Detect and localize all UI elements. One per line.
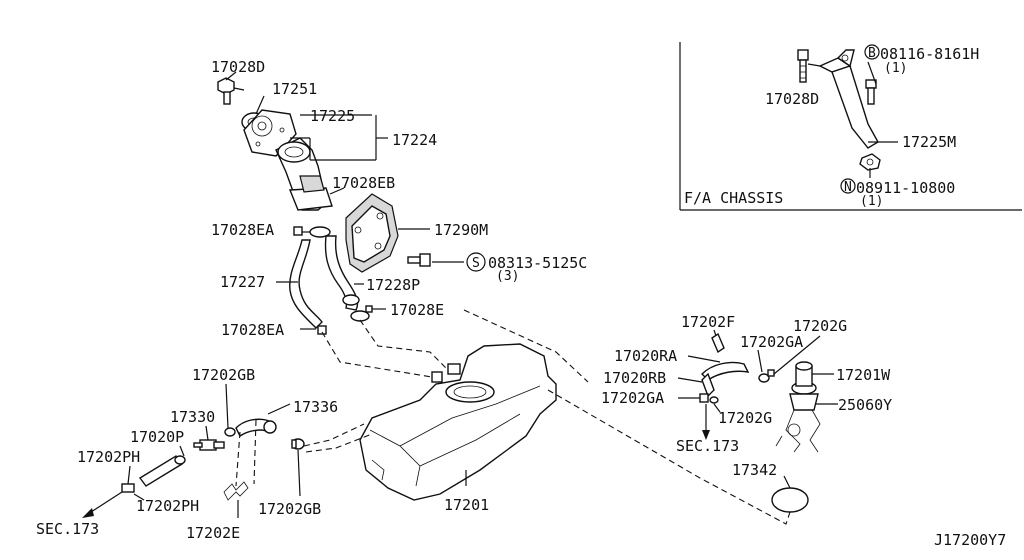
label-17028D: 17028D <box>211 58 265 76</box>
hose-17228P-icon <box>324 235 360 311</box>
label-17342: 17342 <box>732 461 777 479</box>
inset-b-letter: B <box>868 46 876 61</box>
inset-small-bolt-icon <box>865 79 877 105</box>
label-17028EA-top: 17028EA <box>211 221 274 239</box>
hose-17202PH-icon <box>121 483 135 493</box>
label-17202GA-bot: 17202GA <box>601 389 664 407</box>
label-17251: 17251 <box>272 80 317 98</box>
inset-title: F/A CHASSIS <box>684 189 783 207</box>
inset-label-08116: 08116-8161H <box>880 45 979 63</box>
s-letter: S <box>472 256 480 271</box>
inset-b-circle <box>864 44 880 60</box>
label-17336: 17336 <box>293 398 338 416</box>
clip-17202GA-bot-icon <box>699 393 709 403</box>
label-17202PH-left: 17202PH <box>77 448 140 466</box>
s-circle <box>466 252 486 272</box>
label-17201: 17201 <box>444 496 489 514</box>
fitting-17202E-icon <box>223 481 249 501</box>
inset-panel: B 08116-8161H (1) 17028D 17225M N 08911-… <box>679 42 1022 211</box>
label-08313-qty: (3) <box>496 269 519 284</box>
clip-17202GB-top-icon <box>224 427 236 437</box>
label-17227: 17227 <box>220 273 265 291</box>
inset-nut-icon <box>859 153 881 171</box>
screw-08313-icon <box>407 253 431 267</box>
tube-17020RB-icon <box>701 372 715 398</box>
label-17225: 17225 <box>310 107 355 125</box>
label-17202GB-bot: 17202GB <box>258 500 321 518</box>
label-17020P: 17020P <box>130 428 184 446</box>
tube-17020RA-icon <box>701 361 750 381</box>
inset-n-letter: N <box>844 180 852 195</box>
gauge-unit-25060Y-icon <box>775 361 821 453</box>
label-17224: 17224 <box>392 131 437 149</box>
fuel-tank-17201-icon <box>359 343 557 501</box>
diagram-id: J17200Y7 <box>934 531 1006 549</box>
inset-bolt-icon <box>797 49 809 83</box>
valve-17330-icon <box>193 439 225 451</box>
inset-label-17225M: 17225M <box>902 133 956 151</box>
hose-17227-icon <box>289 239 323 329</box>
label-17228P: 17228P <box>366 276 420 294</box>
hose-17202F-icon <box>711 332 725 354</box>
label-17028EB: 17028EB <box>332 174 395 192</box>
label-17020RB: 17020RB <box>603 369 666 387</box>
label-17290M: 17290M <box>434 221 488 239</box>
label-sec173-right: SEC.173 <box>676 437 739 455</box>
filler-neck-17224-icon <box>275 137 333 211</box>
clip-17202GB-bot-icon <box>291 438 305 450</box>
inset-label-08116-qty: (1) <box>884 61 907 76</box>
clip-17202G-bot-icon <box>709 396 719 404</box>
label-17202GA-top: 17202GA <box>740 333 803 351</box>
packing-17342-icon <box>771 487 809 513</box>
label-17028EA-bot: 17028EA <box>221 321 284 339</box>
label-sec173-left: SEC.173 <box>36 520 99 538</box>
clip-17202GA-top-icon <box>758 369 775 383</box>
protector-17290M-icon <box>345 193 399 273</box>
label-17201W: 17201W <box>836 366 891 384</box>
label-25060Y: 25060Y <box>838 396 892 414</box>
label-17202F: 17202F <box>681 313 735 331</box>
label-17202GB-top: 17202GB <box>192 366 255 384</box>
label-17202G-bot: 17202G <box>718 409 772 427</box>
label-08313: 08313-5125C <box>488 254 587 272</box>
hose-17336-icon <box>235 418 277 438</box>
inset-n-circle <box>840 178 856 194</box>
label-17028E: 17028E <box>390 301 444 319</box>
pipe-17020P-icon <box>138 455 186 487</box>
label-17202PH-bot: 17202PH <box>136 497 199 515</box>
bolt-17028D-icon <box>217 77 235 105</box>
inset-label-17028D: 17028D <box>765 90 819 108</box>
inset-label-08911: 08911-10800 <box>856 179 955 197</box>
label-17202E: 17202E <box>186 524 240 542</box>
label-17020RA: 17020RA <box>614 347 677 365</box>
clamp-17028EA-bot-icon <box>317 325 327 335</box>
label-17330: 17330 <box>170 408 215 426</box>
label-17202G-top: 17202G <box>793 317 847 335</box>
clamp-17028EA-top-icon <box>293 226 303 236</box>
inset-label-08911-qty: (1) <box>860 194 883 209</box>
